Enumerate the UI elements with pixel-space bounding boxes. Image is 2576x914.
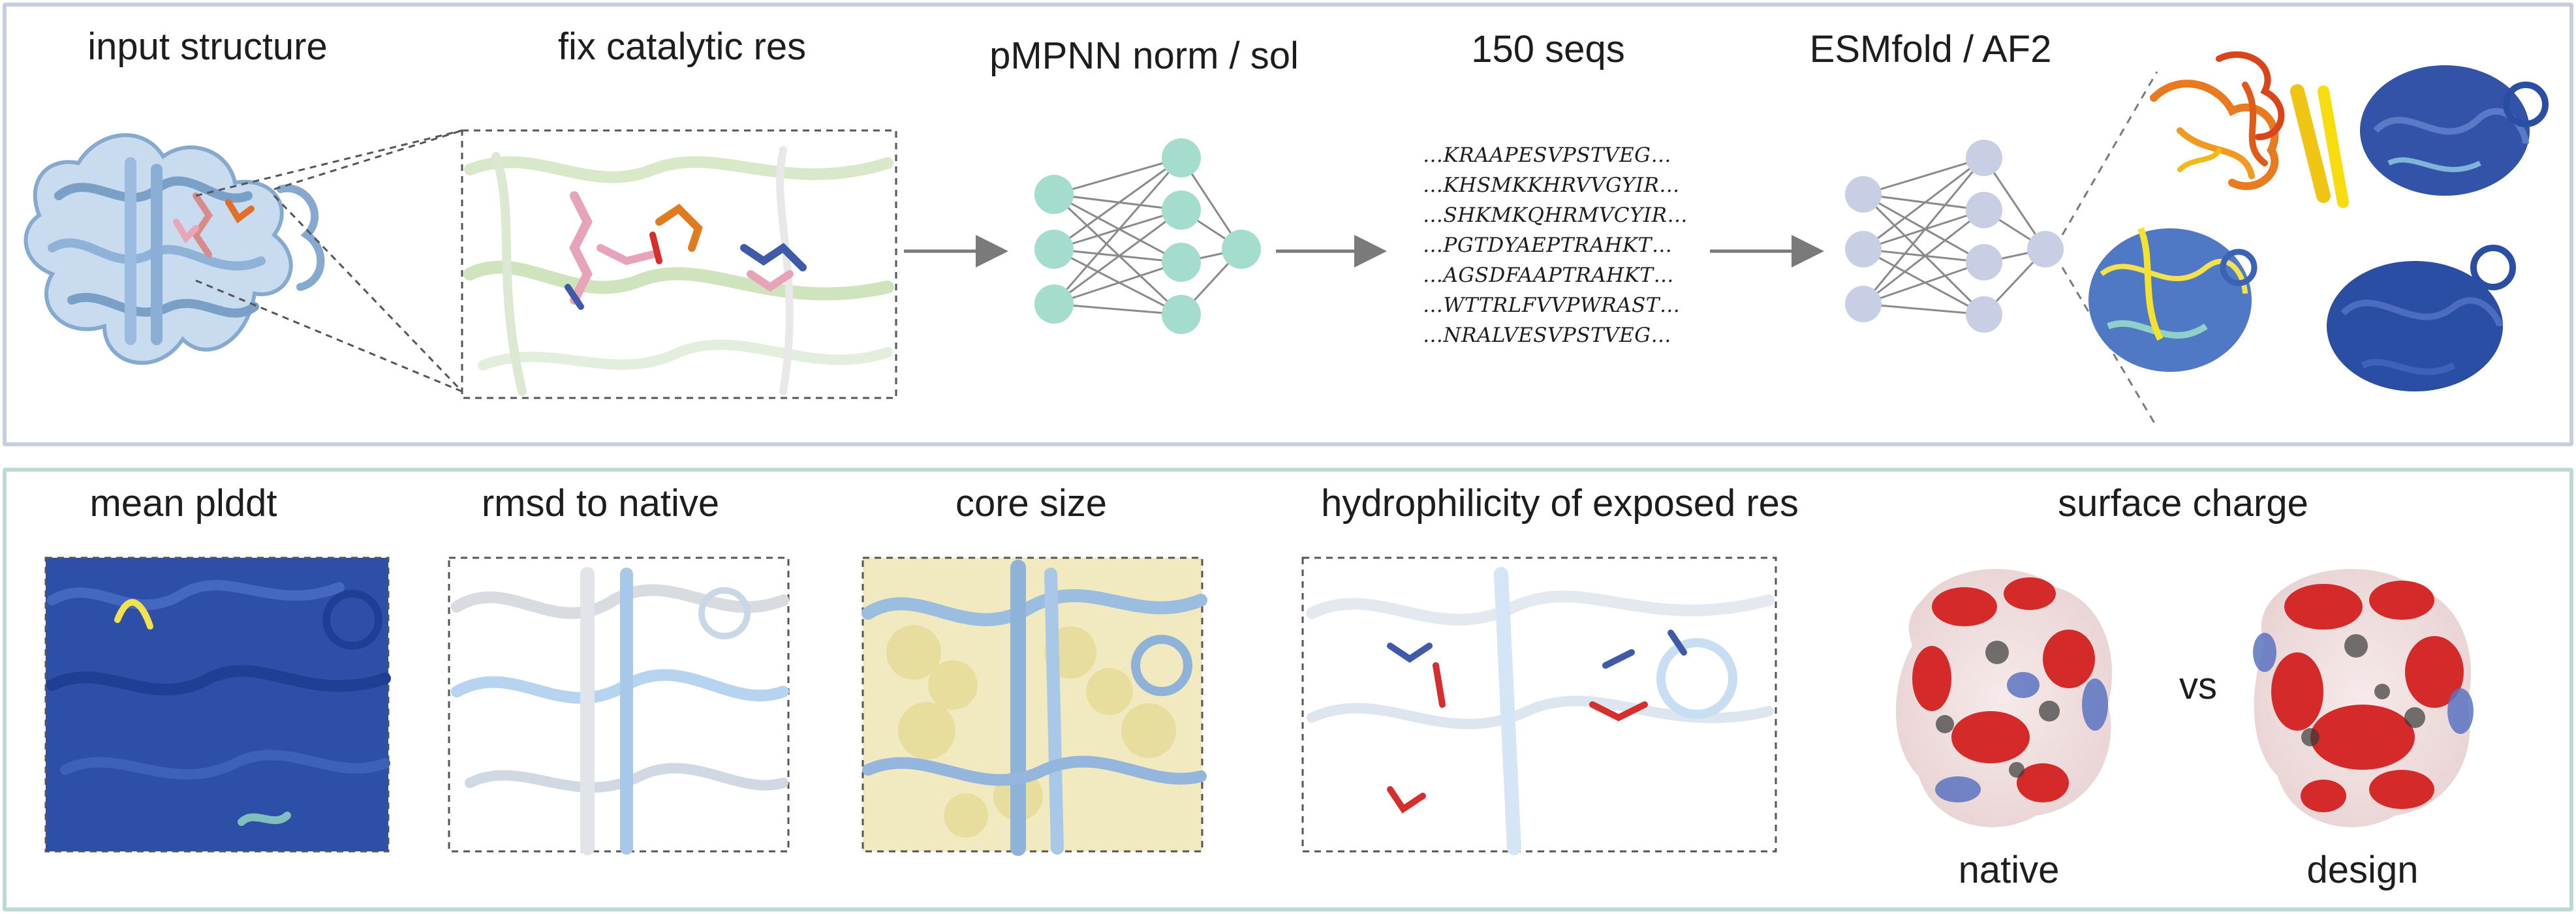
label-pmpnn: pMPNN norm / sol [989, 35, 1299, 77]
predicted-structure-2 [2360, 65, 2549, 196]
label-input-structure: input structure [87, 25, 328, 68]
label-esmfold-af2: ESMfold / AF2 [1809, 28, 2052, 70]
surface-native [1896, 569, 2113, 827]
sequence-line: …KHSMKKHRVVGYIR… [1423, 174, 1680, 197]
predicted-structure-4 [2327, 245, 2516, 391]
predicted-structure-1 [2150, 51, 2349, 208]
inset-core-size [861, 556, 1207, 856]
catalytic-site-inset [461, 129, 897, 399]
label-150-seqs: 150 seqs [1471, 28, 1625, 70]
predicted-structure-3 [2088, 227, 2258, 372]
label-mean-plddt: mean plddt [89, 482, 277, 525]
inset-rmsd [448, 556, 790, 855]
sequence-line: …WTTRLFVVPWRAST… [1423, 294, 1681, 317]
pmpnn-network [1034, 138, 1261, 334]
label-native: native [1958, 849, 2060, 891]
pipeline-panel [3, 3, 2573, 446]
inset-mean-plddt [44, 556, 391, 853]
label-fix-catalytic-res: fix catalytic res [557, 25, 807, 68]
label-core-size: core size [955, 482, 1108, 525]
label-vs: vs [2179, 665, 2217, 707]
fold-network [1845, 140, 2064, 333]
input-structure-protein [23, 133, 325, 365]
zoom-lines [195, 129, 463, 393]
label-hydrophilicity: hydrophilicity of exposed res [1321, 482, 1799, 525]
sequence-line: …KRAAPESVPSTVEG… [1423, 144, 1671, 167]
sequence-line: …SHKMKQHRMVCYIR… [1423, 204, 1688, 227]
sequence-line: …AGSDFAAPTRAHKT… [1423, 264, 1674, 287]
sequence-line: …PGTDYAEPTRAHKT… [1423, 234, 1673, 257]
surface-design [2253, 569, 2474, 827]
metrics-panel [3, 468, 2573, 911]
sequence-line: …NRALVESVPSTVEG… [1423, 324, 1671, 347]
label-design: design [2306, 849, 2419, 891]
inset-hydrophilicity [1301, 556, 1777, 855]
label-rmsd-to-native: rmsd to native [481, 482, 720, 525]
label-surface-charge: surface charge [2058, 482, 2308, 525]
